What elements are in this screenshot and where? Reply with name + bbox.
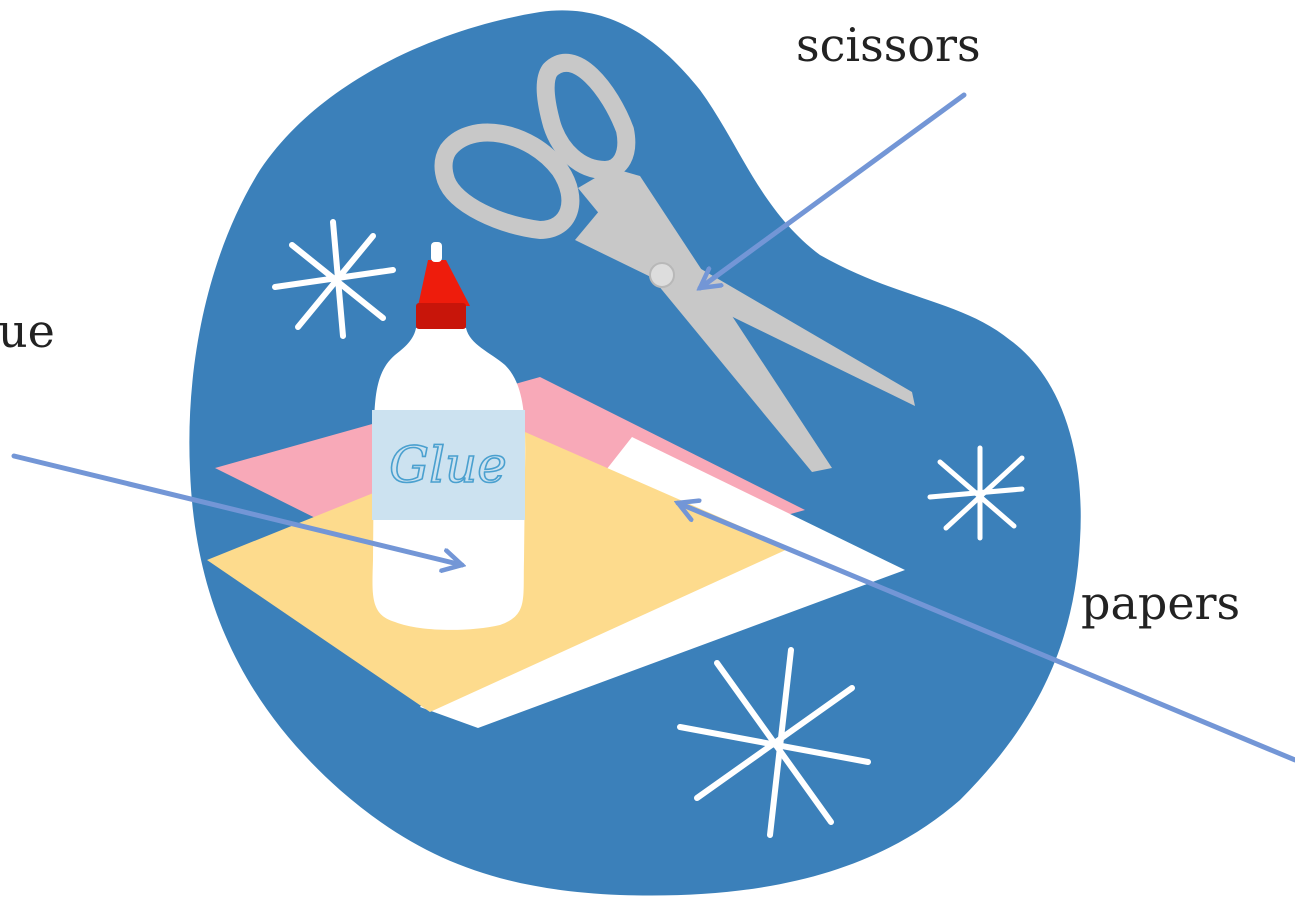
- glue-arrow: [11, 453, 462, 565]
- scissors-handle-left: [434, 123, 580, 239]
- glue-cap-base: [416, 303, 466, 329]
- glue-bottle-text: Glue: [389, 436, 507, 494]
- papers-label: papers: [1081, 576, 1241, 630]
- glue-cap: [418, 260, 470, 306]
- glue-label: ue: [0, 304, 55, 358]
- papers-arrow: [678, 503, 1295, 763]
- scissors-pivot: [649, 262, 675, 288]
- scissors-label: scissors: [796, 18, 981, 72]
- glue-nozzle: [431, 242, 442, 262]
- sparkle-icon: [272, 219, 396, 339]
- scissors-blade-lower: [578, 168, 832, 472]
- sparkle-icon: [927, 445, 1025, 541]
- glue-bottle-label: [372, 410, 525, 520]
- scissors-handle-right: [536, 53, 636, 179]
- scissors-arrow: [700, 92, 967, 288]
- sparkle-icon: [677, 647, 871, 838]
- scissors-icon: [434, 53, 915, 472]
